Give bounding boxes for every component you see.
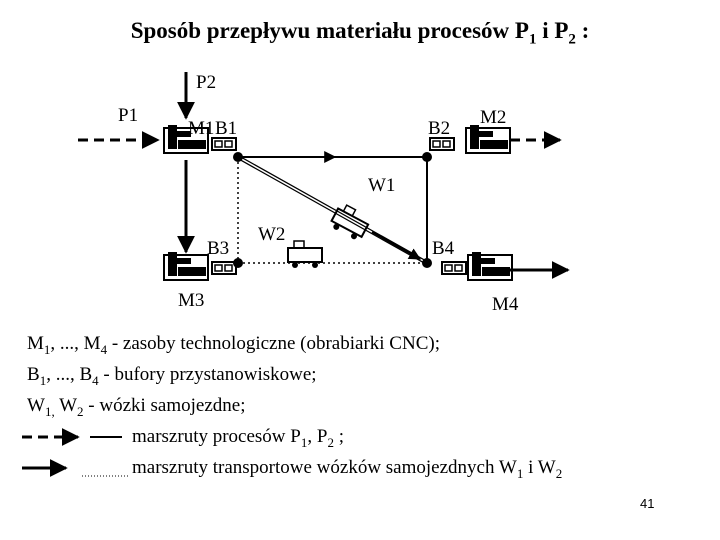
legend-line-transport-routes: marszruty transportowe wózków samojezdny… xyxy=(132,457,563,481)
stop-points xyxy=(233,152,432,268)
label-b1: B1 xyxy=(215,118,237,139)
label-p2: P2 xyxy=(196,72,216,93)
legend-line-machines: M1, ..., M4 - zasoby technologiczne (obr… xyxy=(27,333,440,357)
legend-line-buffers: B1, ..., B4 - bufory przystanowiskowe; xyxy=(27,364,317,388)
transport-routes xyxy=(237,151,428,265)
legend-line-process-routes: marszruty procesów P1, P2 ; xyxy=(132,426,344,450)
label-b2: B2 xyxy=(428,118,450,139)
cart-icon xyxy=(287,240,323,269)
label-m1: M1 xyxy=(188,118,214,139)
buffer-icon xyxy=(429,137,455,151)
machine-icon xyxy=(467,251,513,281)
buffer-icon xyxy=(441,261,467,275)
label-m2: M2 xyxy=(480,107,506,128)
machine-icon xyxy=(163,251,209,281)
label-w1: W1 xyxy=(368,175,395,196)
legend-line-carts: W1, W2 - wózki samojezdne; xyxy=(27,395,246,419)
cart-icon xyxy=(327,201,373,244)
process-routes xyxy=(78,72,570,279)
machine-icon xyxy=(465,124,511,154)
label-b3: B3 xyxy=(207,238,229,259)
label-p1: P1 xyxy=(118,105,138,126)
legend-symbols xyxy=(22,428,128,477)
slide-title: Sposób przepływu materiału procesów P1 i… xyxy=(130,18,590,48)
buffer-icon xyxy=(211,261,237,275)
page-number: 41 xyxy=(640,496,655,511)
label-w2: W2 xyxy=(258,224,285,245)
label-b4: B4 xyxy=(432,238,455,259)
label-m4: M4 xyxy=(492,294,519,315)
buffer-icon xyxy=(211,137,237,151)
label-m3: M3 xyxy=(178,290,204,311)
